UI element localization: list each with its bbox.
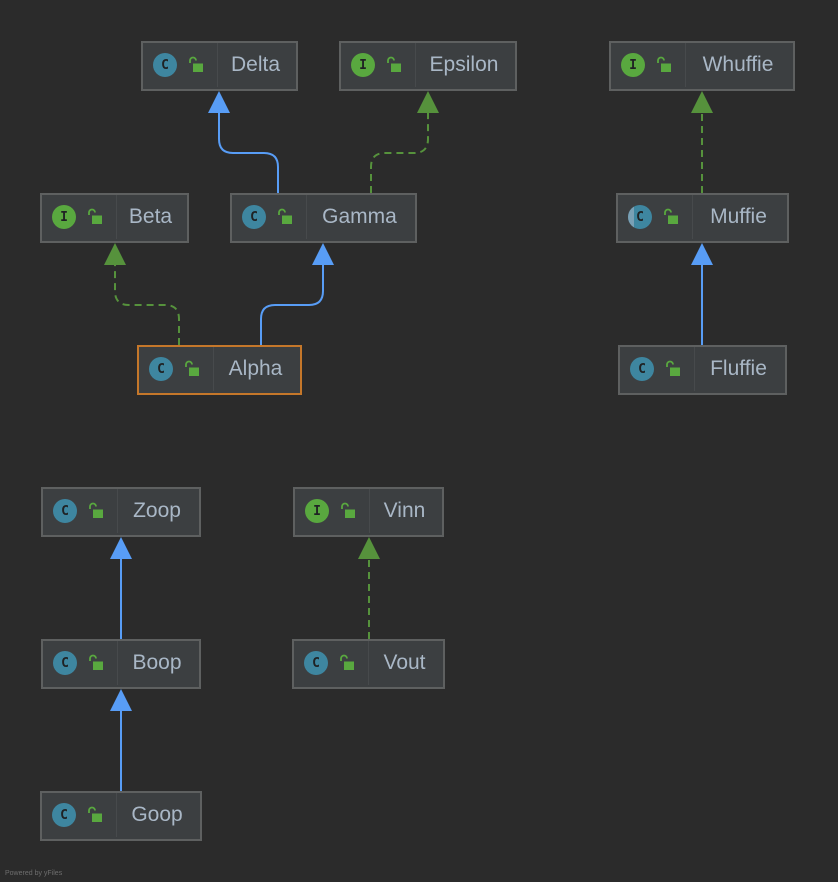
class-icon: C [153, 53, 177, 77]
arrowhead-gamma-to-epsilon [417, 91, 439, 113]
node-label: Vinn [383, 499, 426, 522]
arrowhead-goop-to-boop [110, 689, 132, 711]
arrowhead-muffie-to-whuffie [691, 91, 713, 113]
unlocked-icon [89, 654, 104, 671]
node-label: Zoop [133, 499, 181, 522]
node-alpha[interactable]: C Alpha [137, 345, 302, 395]
badge-letter: C [61, 503, 69, 519]
badge-letter: C [157, 361, 165, 377]
node-vinn[interactable]: I Vinn [293, 487, 444, 537]
badge-letter: C [250, 209, 258, 225]
edge-implements-gamma-to-epsilon [370, 113, 429, 193]
arrowhead-alpha-to-beta [104, 243, 126, 265]
class-icon: C [304, 651, 328, 675]
node-delta[interactable]: C Delta [141, 41, 298, 91]
node-divider [694, 347, 695, 391]
node-divider [116, 793, 117, 837]
arrowhead-alpha-to-gamma [312, 243, 334, 265]
badge-letter: C [61, 655, 69, 671]
interface-icon: I [52, 205, 76, 229]
node-divider [213, 347, 214, 391]
node-boop[interactable]: C Boop [41, 639, 201, 689]
node-epsilon[interactable]: I Epsilon [339, 41, 517, 91]
node-label: Alpha [228, 357, 283, 380]
node-fluffie[interactable]: C Fluffie [618, 345, 787, 395]
class-icon: C [52, 803, 76, 827]
badge-letter: I [629, 57, 637, 73]
node-label: Boop [132, 651, 182, 674]
badge-letter: I [313, 503, 321, 519]
badge-letter: C [161, 57, 169, 73]
node-label: Muffie [710, 205, 767, 228]
unlocked-icon [340, 654, 355, 671]
unlocked-icon [657, 56, 672, 73]
node-label: Epsilon [429, 53, 499, 76]
class-icon: C [242, 205, 266, 229]
node-label: Fluffie [710, 357, 767, 380]
unlocked-icon [387, 56, 402, 73]
unlocked-icon [88, 806, 103, 823]
node-label: Beta [128, 205, 173, 228]
node-label: Vout [383, 651, 426, 674]
unlocked-icon [185, 360, 200, 377]
unlocked-icon [189, 56, 204, 73]
unlocked-icon [341, 502, 356, 519]
badge-letter: I [359, 57, 367, 73]
node-divider [692, 195, 693, 239]
arrowhead-boop-to-zoop [110, 537, 132, 559]
badge-letter: I [60, 209, 68, 225]
interface-icon: I [621, 53, 645, 77]
arrowhead-fluffie-to-muffie [691, 243, 713, 265]
node-zoop[interactable]: C Zoop [41, 487, 201, 537]
unlocked-icon [88, 208, 103, 225]
powered-by-footer: Powered by yFiles [5, 870, 63, 877]
arrowhead-gamma-to-delta [208, 91, 230, 113]
class-icon: C [53, 499, 77, 523]
node-goop[interactable]: C Goop [40, 791, 202, 841]
edge-extends-gamma-to-delta [218, 113, 279, 193]
node-divider [685, 43, 686, 87]
class-icon: C [149, 357, 173, 381]
badge-letter: C [60, 807, 68, 823]
node-divider [415, 43, 416, 87]
class-icon: C [53, 651, 77, 675]
node-gamma[interactable]: C Gamma [230, 193, 417, 243]
abstract-class-icon: C [628, 205, 652, 229]
node-divider [368, 641, 369, 685]
node-divider [117, 489, 118, 533]
interface-icon: I [305, 499, 329, 523]
badge-letter: C [638, 361, 646, 377]
node-divider [369, 489, 370, 533]
class-icon: C [630, 357, 654, 381]
node-label: Whuffie [702, 53, 774, 76]
node-vout[interactable]: C Vout [292, 639, 445, 689]
node-beta[interactable]: I Beta [40, 193, 189, 243]
unlocked-icon [89, 502, 104, 519]
node-label: Delta [230, 53, 281, 76]
unlocked-icon [278, 208, 293, 225]
node-label: Gamma [322, 205, 397, 228]
node-divider [306, 195, 307, 239]
badge-letter: C [636, 209, 644, 225]
interface-icon: I [351, 53, 375, 77]
unlocked-icon [666, 360, 681, 377]
node-divider [117, 641, 118, 685]
node-divider [116, 195, 117, 239]
node-muffie[interactable]: C Muffie [616, 193, 789, 243]
unlocked-icon [664, 208, 679, 225]
arrowhead-vout-to-vinn [358, 537, 380, 559]
node-whuffie[interactable]: I Whuffie [609, 41, 795, 91]
edge-implements-alpha-to-beta [114, 265, 180, 345]
node-divider [217, 43, 218, 87]
badge-letter: C [312, 655, 320, 671]
node-label: Goop [131, 803, 183, 826]
edge-extends-alpha-to-gamma [260, 265, 324, 345]
